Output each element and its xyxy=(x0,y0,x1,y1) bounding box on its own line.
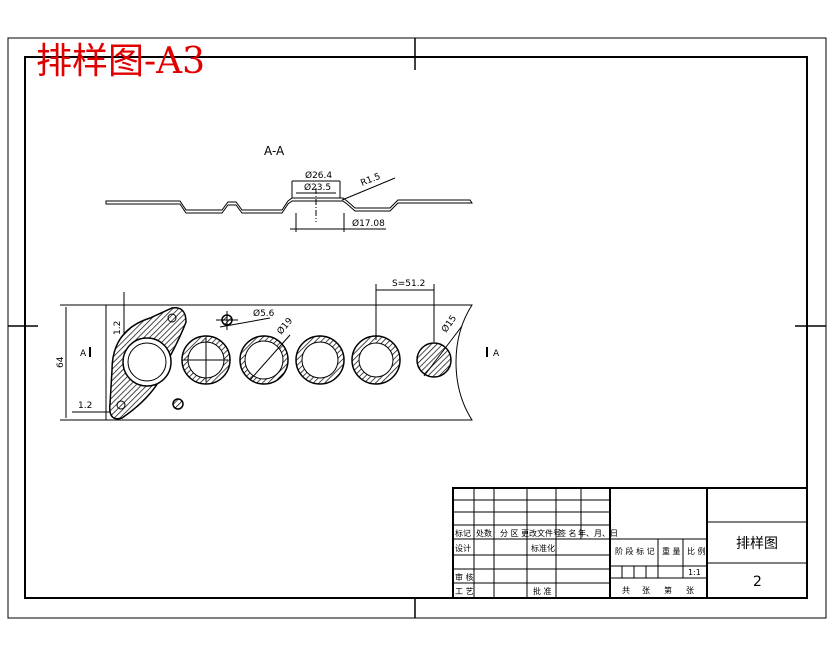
station-5 xyxy=(416,342,452,378)
outer-border xyxy=(7,37,827,619)
dim-hole-mid: Ø19 xyxy=(275,315,296,336)
tb-sheet-total: 共 xyxy=(622,586,630,595)
tb-stage: 阶 段 标 记 xyxy=(615,546,655,556)
tb-header-5: 年、月、日 xyxy=(578,528,618,538)
tb-ratio-value: 1:1 xyxy=(688,568,701,577)
tb-header-0: 标记 xyxy=(455,528,471,538)
dim-hole-pierce: Ø15 xyxy=(439,313,459,335)
tb-weight: 重 量 xyxy=(662,546,681,556)
tb-sheet-unit-1: 张 xyxy=(642,586,650,595)
section-label: A-A xyxy=(264,144,285,158)
section-view: A-A Ø26.4 Ø23.5 R1.5 Ø17.08 xyxy=(105,144,473,232)
tb-sheet-unit-2: 张 xyxy=(686,586,694,595)
dim-d3: Ø17.08 xyxy=(352,218,385,229)
tb-ratio: 比 例 xyxy=(687,546,706,556)
tb-header-2: 分 区 xyxy=(500,529,519,538)
tb-header-1: 处数 xyxy=(476,528,492,538)
sheet-title: 排样图-A3 xyxy=(36,41,205,82)
inner-frame xyxy=(24,56,808,599)
tb-sheet-no: 第 xyxy=(664,585,672,595)
tb-header-3: 更改文件号 xyxy=(521,528,561,538)
station-3 xyxy=(295,335,345,385)
station-4 xyxy=(351,335,401,385)
dim-r: R1.5 xyxy=(359,172,382,189)
tb-approve: 批 准 xyxy=(533,586,552,596)
tb-design: 设计 xyxy=(455,543,471,553)
station-1 xyxy=(181,335,231,385)
strip-view: 64 1.2 1.2 A A Ø5.6 xyxy=(56,279,500,421)
tb-drawing-no: 2 xyxy=(753,574,762,590)
dim-margin-left: 1.2 xyxy=(78,401,92,411)
tb-header-4: 签 名 xyxy=(558,528,577,538)
dim-hole-small: Ø5.6 xyxy=(253,308,275,319)
station-2 xyxy=(239,335,289,385)
tb-standard: 标准化 xyxy=(531,543,555,553)
tb-check: 审 核 xyxy=(455,572,474,582)
dim-d1: Ø26.4 xyxy=(305,170,332,181)
dim-d2: Ø23.5 xyxy=(304,182,331,193)
dim-width: 64 xyxy=(56,356,66,368)
tb-drawing-name: 排样图 xyxy=(736,536,778,552)
dim-pitch: S=51.2 xyxy=(392,279,425,289)
section-mark-right: A xyxy=(493,349,500,359)
strip-outline xyxy=(105,304,473,421)
dim-margin-top: 1.2 xyxy=(113,321,123,335)
section-mark-left: A xyxy=(80,349,87,359)
title-block: 标记 处数 分 区 更改文件号 签 名 年、月、日 设计 标准化 审 核 工 艺… xyxy=(452,487,808,599)
tb-process: 工 艺 xyxy=(455,587,474,596)
section-profile xyxy=(105,197,473,214)
centering-marks xyxy=(8,38,826,618)
